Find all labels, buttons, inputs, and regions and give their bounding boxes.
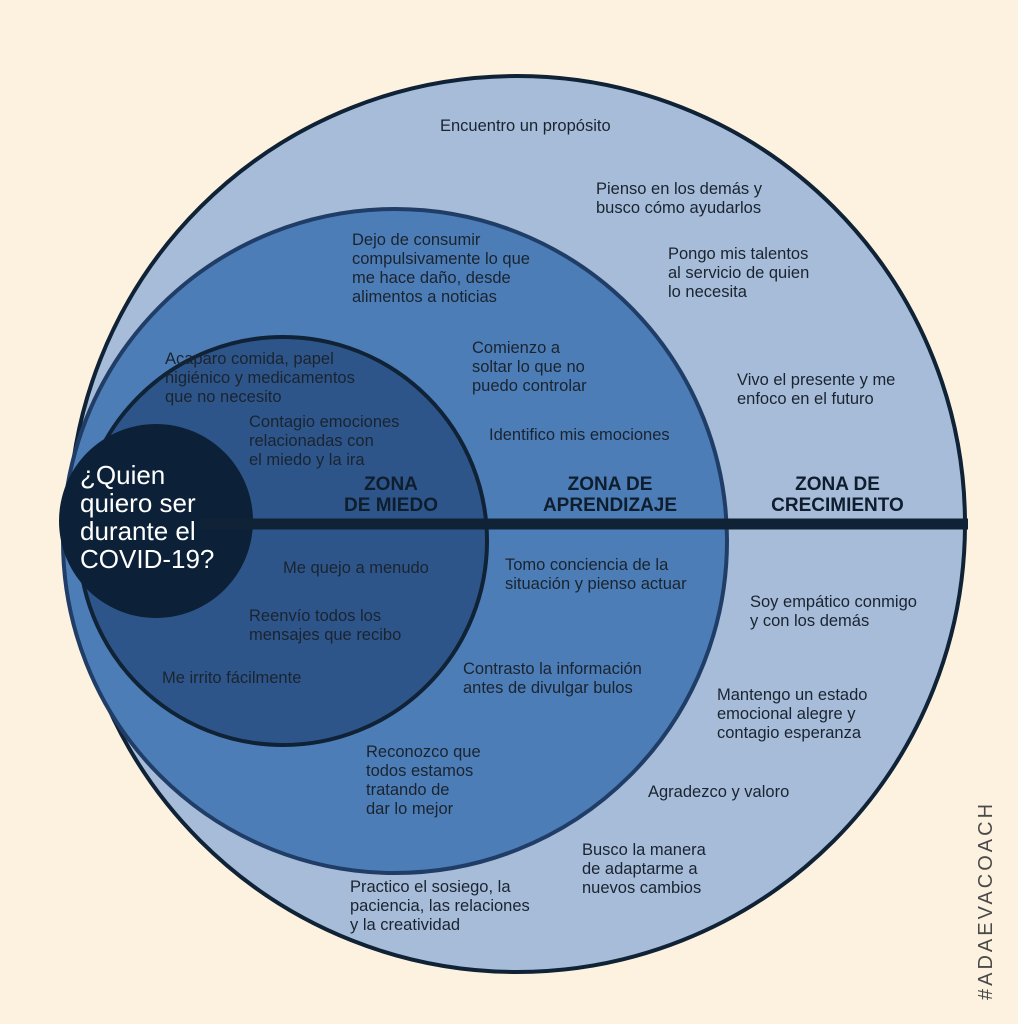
center-question: ¿Quien quiero ser durante el COVID-19? [80, 460, 215, 574]
learning-item: Dejo de consumir compulsivamente lo que … [352, 231, 530, 306]
fear-item: Contagio emociones relacionadas con el m… [249, 413, 400, 469]
growth-item: Soy empático conmigo y con los demás [750, 593, 917, 630]
learning-item: Tomo conciencia de la situación y pienso… [505, 556, 687, 593]
learning-item: Comienzo a soltar lo que no puedo contro… [472, 339, 587, 395]
fear-item: Me irrito fácilmente [162, 669, 302, 687]
growth-item: Busco la manera de adaptarme a nuevos ca… [582, 841, 706, 897]
zone-label-growth: ZONA DE CRECIMIENTO [771, 474, 904, 516]
fear-item: Me quejo a menudo [283, 559, 429, 577]
zone-label-learning: ZONA DE APRENDIZAJE [542, 474, 678, 516]
growth-item: Vivo el presente y me enfoco en el futur… [737, 371, 896, 408]
growth-item: Encuentro un propósito [440, 117, 611, 135]
fear-item: Acaparo comida, papel higiénico y medica… [165, 350, 355, 406]
learning-item: Contrasto la información antes de divulg… [463, 660, 642, 697]
growth-item: Practico el sosiego, la paciencia, las r… [350, 878, 530, 934]
center-circle [59, 424, 253, 618]
growth-item: Pongo mis talentos al servicio de quien … [668, 245, 810, 301]
zone-label-fear: ZONA DE MIEDO [344, 474, 438, 516]
growth-item: Pienso en los demás y busco cómo ayudarl… [596, 180, 763, 217]
learning-item: Reconozco que todos estamos tratando de … [366, 743, 481, 818]
growth-item: Mantengo un estado emocional alegre y co… [717, 686, 868, 742]
fear-item: Reenvío todos los mensajes que recibo [249, 607, 402, 644]
learning-item: Identifico mis emociones [489, 426, 670, 444]
growth-item: Agradezco y valoro [648, 783, 790, 801]
hashtag-signature: #ADAEVACOACH [975, 800, 997, 1000]
